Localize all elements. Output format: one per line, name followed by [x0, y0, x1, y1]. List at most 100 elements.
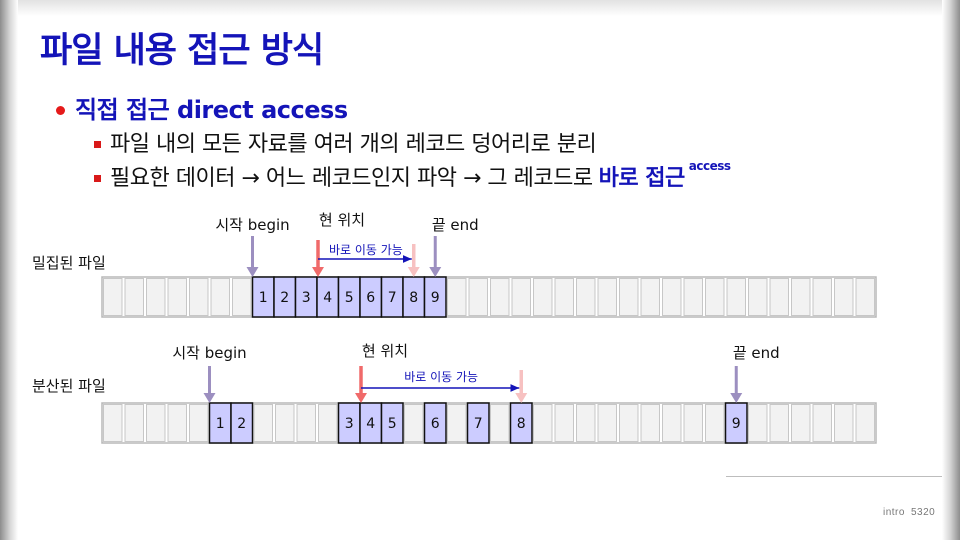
sub-bullet-text: 파일 내의 모든 자료를 여러 개의 레코드 덩어리로 분리 [110, 132, 597, 157]
begin-label-2: 시작 begin [172, 344, 246, 362]
record-number: 1 [216, 416, 225, 432]
empty-slot [748, 404, 768, 442]
sub-bullet-emphasis: 바로 접근 [598, 166, 686, 191]
begin-label-1: 시작 begin [215, 216, 289, 234]
empty-slot [834, 278, 854, 316]
empty-slot [103, 278, 123, 316]
target-arrow-2-head [515, 393, 528, 403]
record-number: 7 [474, 416, 483, 432]
empty-slot [167, 404, 187, 442]
empty-slot [812, 278, 832, 316]
record-number: 4 [323, 290, 332, 306]
empty-slot [253, 404, 273, 442]
square-bullet-icon [94, 174, 101, 182]
current-arrow-1-head [312, 267, 324, 277]
record-number: 8 [517, 416, 526, 432]
current-label-1: 현 위치 [319, 211, 365, 229]
empty-slot [576, 404, 596, 442]
record-number: 6 [431, 416, 440, 432]
footer-label: intro [883, 507, 905, 518]
empty-slot [146, 404, 166, 442]
empty-slot [167, 278, 187, 316]
sub-bullet-superscript: access [688, 159, 731, 173]
empty-slot [447, 404, 467, 442]
current-label-2: 현 위치 [362, 342, 408, 360]
record-block [230, 402, 254, 444]
slide-left-border [0, 0, 18, 540]
empty-slot [533, 278, 553, 316]
slide-top-shade [18, 0, 960, 16]
empty-slot [554, 278, 574, 316]
empty-slot [275, 404, 295, 442]
square-bullet-icon [94, 140, 101, 148]
empty-slot [662, 404, 682, 442]
record-number: 3 [302, 290, 311, 306]
bullet-direct-access: 직접 접근 direct access [56, 90, 348, 125]
empty-slot [533, 404, 553, 442]
empty-slot [490, 404, 510, 442]
empty-slot [683, 278, 703, 316]
row-label-2: 분산된 파일 [32, 377, 106, 395]
empty-slot [640, 404, 660, 442]
empty-slot [318, 404, 338, 442]
empty-slot [296, 404, 316, 442]
sub-bullet-text: 필요한 데이터 → 어느 레코드인지 파악 → 그 레코드로 [110, 166, 593, 191]
empty-slot [103, 404, 123, 442]
current-arrow-2-head [355, 393, 367, 403]
empty-slot [597, 278, 617, 316]
empty-slot [447, 278, 467, 316]
bullet-dot-icon [56, 106, 65, 115]
record-block [423, 402, 447, 444]
empty-slot [189, 278, 209, 316]
slide-title: 파일 내용 접근 방식 [40, 31, 324, 71]
end-label-2: 끝 end [733, 344, 780, 362]
record-number: 7 [388, 290, 397, 306]
empty-slot [210, 278, 230, 316]
begin-arrow-2-head [203, 393, 216, 403]
empty-slot [404, 404, 424, 442]
record-block [380, 402, 404, 444]
empty-slot [146, 278, 166, 316]
empty-slot [619, 404, 639, 442]
begin-arrow-1-head [246, 267, 259, 277]
record-number: 2 [237, 416, 246, 432]
empty-slot [705, 404, 725, 442]
end-arrow-2-head [730, 393, 743, 403]
empty-slot [597, 404, 617, 442]
file-track-1 [101, 276, 877, 318]
empty-slot [554, 404, 574, 442]
record-number: 5 [388, 416, 397, 432]
empty-slot [232, 278, 252, 316]
empty-slot [124, 404, 144, 442]
bullet-heading: 직접 접근 direct access [75, 96, 348, 124]
empty-slot [468, 278, 488, 316]
end-arrow-1-head [429, 267, 442, 277]
empty-slot [124, 278, 144, 316]
record-number: 1 [259, 290, 268, 306]
page-number: 5320 [910, 507, 936, 518]
empty-slot [705, 278, 725, 316]
empty-slot [619, 278, 639, 316]
record-number: 9 [431, 290, 440, 306]
record-number: 4 [366, 416, 375, 432]
row-label-1: 밀집된 파일 [32, 254, 106, 272]
empty-slot [662, 278, 682, 316]
empty-slot [683, 404, 703, 442]
empty-slot [855, 278, 875, 316]
record-number: 5 [345, 290, 354, 306]
empty-slot [189, 404, 209, 442]
empty-slot [812, 404, 832, 442]
empty-slot [726, 278, 746, 316]
sub-bullet-split: 파일 내의 모든 자료를 여러 개의 레코드 덩어리로 분리 [94, 126, 597, 158]
empty-slot [490, 278, 510, 316]
empty-slot [748, 278, 768, 316]
record-number: 2 [280, 290, 289, 306]
empty-slot [855, 404, 875, 442]
jump-label-2: 바로 이동 가능 [404, 370, 478, 384]
empty-slot [640, 278, 660, 316]
footer-divider [726, 476, 942, 477]
record-number: 6 [366, 290, 375, 306]
record-number: 9 [732, 416, 741, 432]
empty-slot [769, 278, 789, 316]
